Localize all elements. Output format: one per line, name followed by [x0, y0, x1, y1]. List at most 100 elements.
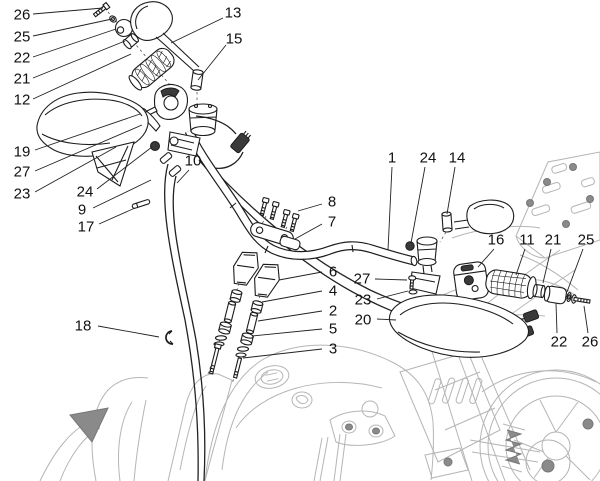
handlebar [184, 129, 418, 267]
callout-leader-4 [261, 290, 323, 303]
handguard-nut-left [150, 141, 160, 151]
callout-label-17: 17 [78, 219, 95, 236]
callout-leader-12 [32, 53, 132, 100]
callout-label-27: 27 [14, 164, 31, 181]
callout-leader-21 [542, 248, 552, 284]
callout-label-13: 13 [225, 5, 242, 22]
callout-label-22: 22 [551, 334, 568, 351]
callout-label-11: 11 [519, 232, 535, 249]
callout-leader-10 [176, 169, 190, 184]
callout-label-21: 21 [545, 232, 562, 249]
left-grip-bushing [122, 33, 139, 50]
callout-leader-17 [98, 207, 136, 225]
callout-label-16: 16 [488, 232, 505, 249]
right-handguard [388, 294, 530, 358]
right-master-cylinder [409, 236, 441, 295]
callout-label-6: 6 [329, 264, 337, 281]
riser-right [254, 263, 280, 298]
callout-label-26: 26 [582, 334, 599, 351]
callout-label-20: 20 [355, 312, 372, 329]
wiring-connector [195, 115, 252, 170]
adjuster-pin [131, 199, 151, 209]
callout-leader-18 [97, 325, 160, 338]
callout-leader-25 [32, 18, 113, 37]
callout-leader-8 [297, 203, 323, 212]
callout-leader-5 [251, 328, 323, 337]
riser-bolt-right [232, 357, 243, 379]
callout-label-25: 25 [14, 29, 31, 46]
callout-label-19: 19 [14, 144, 31, 161]
callout-leader-7 [294, 223, 323, 240]
right-bar-end-screw [571, 294, 591, 304]
left-bar-end-washer [109, 15, 117, 23]
callout-leader-9 [92, 179, 152, 209]
callout-leader-2 [257, 310, 323, 322]
callout-leader-21 [32, 40, 126, 79]
callout-leader-25 [566, 248, 584, 293]
right-grip [485, 269, 537, 300]
callout-leader-24 [96, 146, 153, 190]
callout-leader-11 [515, 248, 526, 276]
callout-leader-26 [32, 7, 104, 15]
callout-leader-16 [477, 248, 495, 268]
callout-label-7: 7 [328, 214, 336, 231]
callout-label-10: 10 [185, 153, 202, 170]
callout-label-15: 15 [226, 31, 243, 48]
callout-leader-19 [34, 113, 141, 151]
callout-leader-24 [410, 166, 426, 244]
callout-label-24: 24 [420, 150, 437, 167]
callout-leader-22 [555, 302, 558, 334]
left-switch-assembly [142, 83, 189, 120]
callout-label-27: 27 [354, 271, 371, 288]
callout-leader-23 [34, 146, 117, 193]
cable-end-adjusters [159, 152, 182, 177]
left-bar-end-parts [92, 1, 177, 93]
right-bar-end-parts [532, 283, 593, 305]
callout-leader-3 [242, 348, 323, 359]
riser-columns [207, 251, 280, 385]
callout-label-21: 21 [14, 71, 31, 88]
callout-leader-27 [34, 124, 143, 172]
callout-leader-22 [32, 28, 117, 58]
callout-leader-13 [170, 17, 224, 44]
handguard-nut-right [405, 241, 415, 251]
left-mirror [130, 1, 200, 72]
left-handguard [36, 91, 149, 187]
right-bar-end-weight [543, 285, 567, 305]
callout-label-25: 25 [578, 232, 595, 249]
riser-bolt-left [208, 343, 222, 375]
callout-leader-20 [376, 318, 397, 321]
callout-label-22: 22 [14, 50, 31, 67]
right-switch-assembly [453, 261, 489, 301]
right-mirror [453, 199, 515, 235]
callout-label-9: 9 [78, 202, 86, 219]
callout-leader-14 [446, 166, 456, 215]
c-clip [165, 330, 174, 345]
callout-label-4: 4 [329, 283, 337, 300]
callout-label-5: 5 [329, 321, 337, 338]
callout-label-18: 18 [75, 318, 92, 335]
right-mirror-adapter [439, 211, 453, 243]
motorcycle-body-art [39, 151, 600, 481]
handguard-mount-screw-right [408, 275, 418, 295]
clamp-bolts [259, 197, 300, 233]
callout-leader-15 [197, 44, 227, 81]
callout-label-23: 23 [355, 292, 372, 309]
left-bar-end-weight [114, 18, 134, 38]
riser-left [233, 251, 259, 286]
callout-leader-6 [278, 271, 323, 281]
callout-label-1: 1 [388, 150, 396, 167]
bar-clamp [250, 215, 301, 251]
callout-leader-23 [376, 290, 409, 300]
right-grip-bushing [532, 283, 546, 299]
callout-leader-1 [387, 166, 393, 251]
callout-label-12: 12 [14, 92, 31, 109]
callout-label-14: 14 [449, 150, 466, 167]
left-mirror-adapter [190, 69, 204, 112]
right-bar-end-washer [566, 291, 572, 303]
callout-label-26: 26 [14, 7, 31, 24]
callout-label-2: 2 [329, 303, 337, 320]
